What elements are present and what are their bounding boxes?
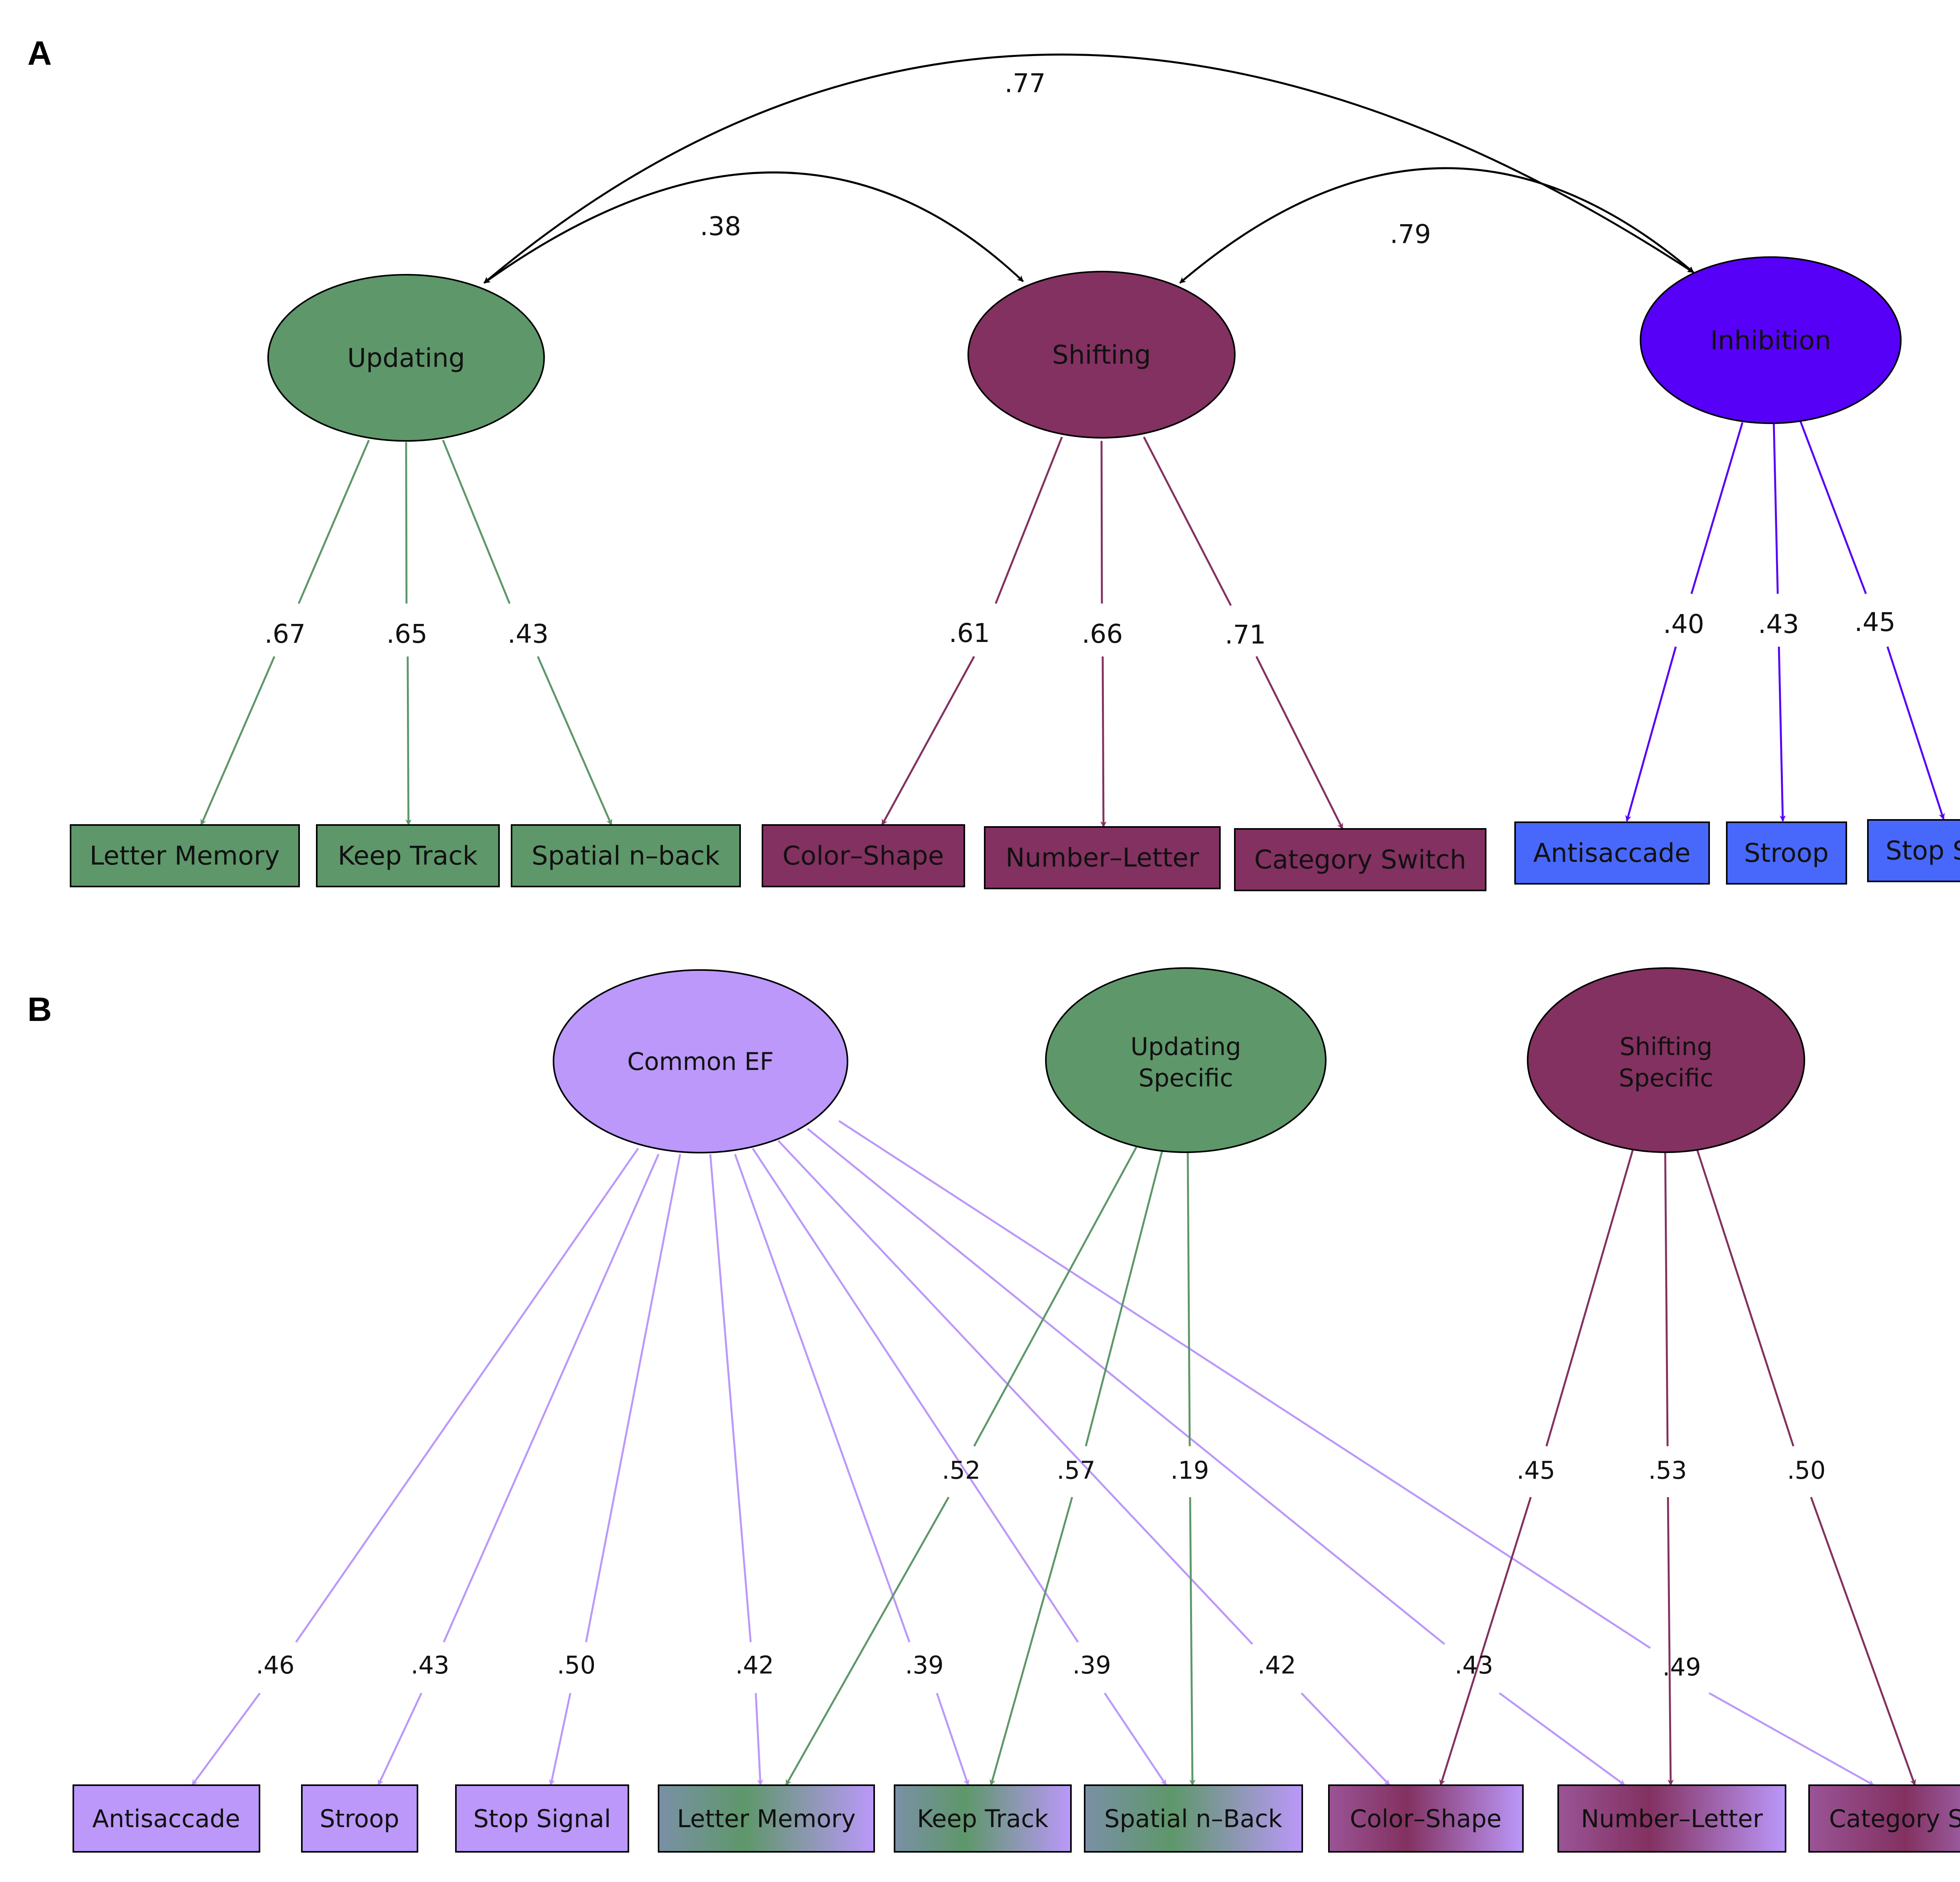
- box-a-letter-memory-label: Letter Memory: [89, 841, 279, 871]
- box-a-category-switch: Category Switch: [1234, 828, 1486, 891]
- box-a-number-letter: Number–Letter: [984, 826, 1221, 889]
- panel-b-shifting-paths: [1439, 1150, 1916, 1786]
- box-a-stroop-label: Stroop: [1744, 838, 1829, 868]
- panel-b-label: B: [27, 991, 52, 1028]
- box-a-antisaccade: Antisaccade: [1514, 821, 1710, 885]
- factor-updating-label: Updating: [347, 343, 465, 373]
- box-a-spatial-nback-label: Spatial n–back: [532, 841, 720, 871]
- loading-b-updating-letter-memory: .52: [942, 1456, 981, 1485]
- loading-b-updating-keep-track: .57: [1057, 1456, 1096, 1485]
- box-b-letter-memory: Letter Memory: [658, 1784, 875, 1853]
- loading-b-shifting-number-letter: .53: [1648, 1456, 1687, 1485]
- panel-b-common-paths: [191, 1120, 1875, 1786]
- factor-updating-specific: Updating Specific: [1045, 967, 1327, 1153]
- box-a-number-letter-label: Number–Letter: [1005, 843, 1200, 873]
- box-b-color-shape-label: Color–Shape: [1350, 1804, 1501, 1833]
- panel-a-inhibition-paths: [1625, 421, 1945, 822]
- box-a-keep-track-label: Keep Track: [338, 841, 478, 871]
- loading-b-shifting-color-shape: .45: [1517, 1456, 1555, 1485]
- box-b-number-letter: Number–Letter: [1557, 1784, 1786, 1853]
- loading-a-color-shape: .61: [949, 618, 990, 648]
- loading-b-common-antisaccade: .46: [256, 1651, 295, 1679]
- loading-a-keep-track: .65: [387, 619, 428, 649]
- box-a-stroop: Stroop: [1726, 821, 1847, 885]
- loading-a-number-letter: .66: [1082, 619, 1123, 649]
- corr-updating-inhibition-value: .77: [1005, 68, 1046, 98]
- factor-inhibition-label: Inhibition: [1710, 325, 1831, 355]
- box-b-antisaccade: Antisaccade: [73, 1784, 260, 1853]
- box-a-stop-signal: Stop Signal: [1867, 819, 1960, 882]
- box-b-spatial-nback: Spatial n–Back: [1084, 1784, 1303, 1853]
- loading-b-common-letter-memory: .42: [735, 1651, 774, 1679]
- factor-shifting-specific-label-2: Specific: [1619, 1064, 1713, 1092]
- loading-a-spatial-nback: .43: [508, 619, 549, 649]
- loading-b-common-stop-signal: .50: [557, 1651, 596, 1679]
- box-b-number-letter-label: Number–Letter: [1581, 1804, 1763, 1833]
- box-a-color-shape: Color–Shape: [762, 824, 965, 887]
- loading-a-category-switch: .71: [1225, 620, 1266, 650]
- factor-updating: Updating: [267, 274, 545, 442]
- corr-shifting-inhibition-value: .79: [1390, 219, 1431, 249]
- box-a-color-shape-label: Color–Shape: [782, 841, 944, 871]
- factor-common-ef-label: Common EF: [627, 1047, 774, 1076]
- loading-a-stroop: .43: [1758, 609, 1799, 639]
- loading-a-letter-memory: .67: [265, 619, 306, 649]
- factor-shifting-label: Shifting: [1052, 340, 1151, 370]
- factor-common-ef: Common EF: [553, 969, 848, 1153]
- loading-a-antisaccade: .40: [1663, 609, 1704, 639]
- box-b-spatial-nback-label: Spatial n–Back: [1104, 1804, 1282, 1833]
- loading-b-common-number-letter: .43: [1455, 1651, 1494, 1679]
- panel-a-updating-paths: [200, 440, 613, 826]
- box-a-spatial-nback: Spatial n–back: [511, 824, 741, 887]
- factor-shifting: Shifting: [967, 271, 1236, 439]
- corr-arc-updating-shifting: [483, 171, 1024, 284]
- panel-a-label: A: [27, 34, 52, 72]
- box-b-stroop-label: Stroop: [319, 1804, 399, 1833]
- corr-arc-updating-inhibition: [483, 53, 1694, 284]
- loading-b-common-color-shape: .42: [1258, 1651, 1296, 1679]
- loading-b-common-keep-track: .39: [905, 1651, 944, 1679]
- panel-b-updating-paths: [785, 1146, 1196, 1786]
- box-b-keep-track: Keep Track: [894, 1784, 1072, 1853]
- panel-a-shifting-paths: [881, 436, 1344, 830]
- loading-b-common-stroop: .43: [411, 1651, 450, 1679]
- factor-updating-specific-label-2: Specific: [1138, 1064, 1233, 1092]
- loading-b-updating-spatial-nback: .19: [1171, 1456, 1209, 1485]
- box-b-stop-signal-label: Stop Signal: [473, 1804, 611, 1833]
- box-a-antisaccade-label: Antisaccade: [1533, 838, 1691, 868]
- factor-shifting-specific-label-1: Shifting: [1620, 1032, 1713, 1061]
- loading-a-stop-signal: .45: [1855, 607, 1896, 637]
- corr-arc-shifting-inhibition: [1179, 167, 1694, 284]
- factor-shifting-specific: Shifting Specific: [1527, 967, 1805, 1153]
- box-a-stop-signal-label: Stop Signal: [1886, 836, 1960, 866]
- loading-b-common-category-switch: .49: [1662, 1653, 1701, 1681]
- box-b-color-shape: Color–Shape: [1328, 1784, 1524, 1853]
- box-b-antisaccade-label: Antisaccade: [92, 1804, 240, 1833]
- box-a-keep-track: Keep Track: [316, 824, 500, 887]
- factor-updating-specific-label-1: Updating: [1131, 1032, 1241, 1061]
- box-b-stroop: Stroop: [301, 1784, 418, 1853]
- factor-inhibition: Inhibition: [1640, 256, 1902, 424]
- corr-updating-shifting-value: .38: [700, 211, 741, 241]
- box-a-letter-memory: Letter Memory: [70, 824, 300, 887]
- loading-b-common-spatial-nback: .39: [1073, 1651, 1111, 1679]
- box-a-category-switch-label: Category Switch: [1254, 845, 1466, 875]
- loading-b-shifting-category-switch: .50: [1787, 1456, 1826, 1485]
- box-b-letter-memory-label: Letter Memory: [677, 1804, 856, 1833]
- box-b-keep-track-label: Keep Track: [917, 1804, 1048, 1833]
- box-b-stop-signal: Stop Signal: [455, 1784, 629, 1853]
- box-b-category-switch: Category Switch: [1808, 1784, 1960, 1853]
- box-b-category-switch-label: Category Switch: [1829, 1804, 1960, 1833]
